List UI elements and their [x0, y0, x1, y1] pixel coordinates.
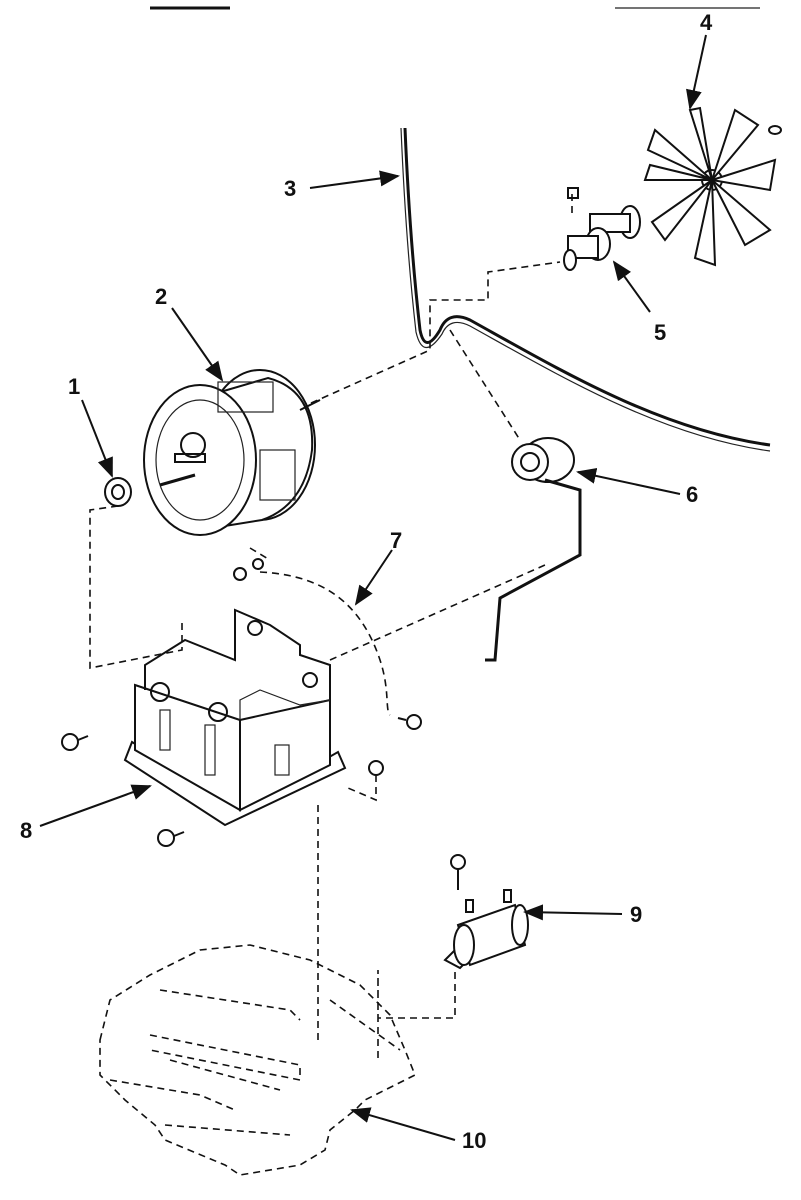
- alignment-line-control: [449, 329, 521, 441]
- part-4-fan-blade: [643, 106, 782, 267]
- callout-8: 8: [20, 818, 32, 843]
- part-8-bracket: [123, 608, 347, 827]
- callout-4: 4: [700, 10, 713, 35]
- callout-9: 9: [630, 902, 642, 927]
- screw-icon-bottom: [157, 829, 185, 847]
- part-6-control: [485, 437, 582, 662]
- leader-10: [350, 1107, 456, 1141]
- callout-5: 5: [654, 320, 666, 345]
- leader-arrows: [39, 34, 707, 1141]
- alignment-line-capacitor: [377, 970, 456, 1062]
- part-2-motor: [143, 369, 321, 536]
- screw-icon-capacitor: [450, 854, 466, 890]
- alignment-line-wire: [249, 547, 271, 561]
- leader-5: [612, 260, 651, 313]
- callout-10: 10: [462, 1128, 486, 1153]
- leader-3: [309, 170, 400, 189]
- part-3-tube: [400, 127, 771, 452]
- leader-8: [39, 784, 152, 827]
- leader-6: [576, 467, 681, 495]
- leader-4: [686, 34, 707, 110]
- screw-icon-left: [61, 733, 89, 751]
- callout-3: 3: [284, 176, 296, 201]
- alignment-line-motor-coupling: [299, 261, 561, 409]
- leader-7: [354, 549, 393, 606]
- callout-2: 2: [155, 284, 167, 309]
- screw-icon-right: [347, 760, 384, 802]
- callout-1: 1: [68, 374, 80, 399]
- part-1-nut: [104, 477, 132, 507]
- alignment-line-nut-bracket: [89, 505, 183, 669]
- part-10-base-pan: [99, 944, 417, 1176]
- callout-6: 6: [686, 482, 698, 507]
- part-7-wire: [233, 558, 422, 730]
- part-5-coupling: [563, 187, 641, 271]
- alignment-line-bracket-control: [329, 564, 546, 661]
- leader-9: [523, 904, 623, 921]
- leader-2: [171, 307, 224, 382]
- part-9-capacitor: [443, 889, 529, 970]
- leader-1: [81, 399, 113, 478]
- callout-7: 7: [390, 528, 402, 553]
